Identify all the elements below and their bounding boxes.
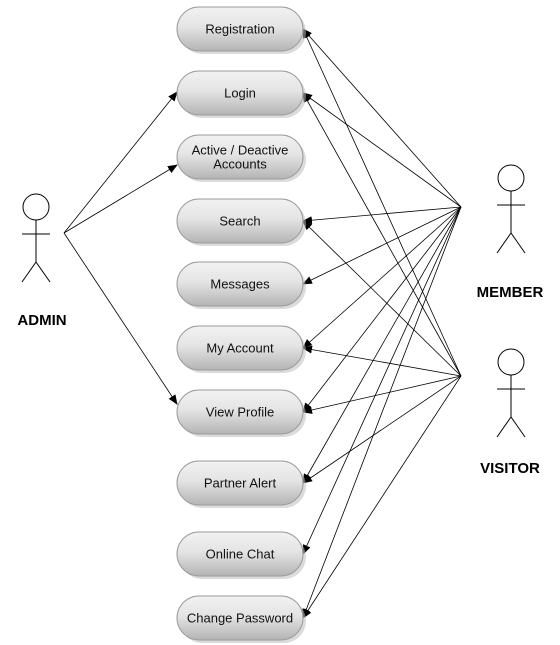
use-case-shape [176, 389, 304, 435]
use-case-shape [176, 531, 304, 577]
use-case-label: Change Password [187, 611, 293, 626]
association-member-login [302, 92, 462, 208]
association-visitor-change-password [302, 375, 462, 619]
actor-member: MEMBER [477, 164, 544, 301]
association-member-change-password [302, 206, 462, 619]
use-case-label: Partner Alert [204, 476, 277, 491]
use-case-my-account: My Account [176, 325, 306, 373]
actor-label: VISITOR [480, 460, 540, 477]
association-member-online-chat [302, 206, 462, 555]
actor-right-leg [35, 261, 51, 283]
association-lines [63, 28, 462, 619]
use-case-shape [176, 261, 304, 307]
association-admin-active-deactive [63, 164, 178, 234]
use-case-registration: Registration [176, 6, 306, 54]
actor-head [22, 193, 50, 221]
association-visitor-search [302, 220, 462, 377]
association-member-view-profile [302, 206, 462, 413]
association-admin-login [63, 91, 178, 234]
use-case-login: Login [176, 70, 306, 118]
stick-figure-icon [496, 164, 526, 254]
association-member-registration [302, 28, 462, 208]
use-case-shape [176, 460, 304, 506]
actor-left-leg [21, 261, 37, 283]
actor-right-leg [510, 232, 526, 254]
association-visitor-login [302, 92, 462, 377]
association-member-search [302, 206, 462, 225]
actor-head [497, 164, 525, 192]
use-case-shape [176, 325, 304, 371]
use-case-label: Active / Deactive [192, 143, 289, 158]
actor-right-leg [510, 416, 526, 438]
use-case-change-password: Change Password [176, 595, 306, 643]
association-member-my-account [302, 206, 462, 349]
use-case-shape [176, 595, 304, 641]
association-member-partner-alert [302, 206, 462, 484]
use-case-label: Registration [205, 22, 274, 37]
use-case-label: My Account [206, 341, 274, 356]
use-case-label: View Profile [206, 405, 274, 420]
use-case-label: Search [219, 214, 260, 229]
actor-left-leg [496, 232, 512, 254]
use-case-messages: Messages [176, 261, 306, 309]
use-case-shape [176, 6, 304, 52]
actor-head [497, 348, 525, 376]
association-visitor-view-profile [302, 375, 462, 414]
use-case-label: Login [224, 86, 256, 101]
use-case-label: Accounts [213, 157, 267, 172]
use-case-shape [176, 198, 304, 244]
use-case-shape [176, 134, 304, 180]
association-visitor-my-account [302, 345, 462, 377]
actor-label: ADMIN [17, 312, 66, 329]
association-visitor-partner-alert [302, 375, 462, 484]
association-member-messages [302, 206, 462, 285]
actor-label: MEMBER [477, 284, 544, 301]
association-visitor-registration [302, 28, 462, 377]
use-case-online-chat: Online Chat [176, 531, 306, 579]
actor-visitor: VISITOR [480, 348, 540, 477]
use-case-shape [176, 70, 304, 116]
actor-left-leg [496, 416, 512, 438]
use-case-view-profile: View Profile [176, 389, 306, 437]
association-admin-view-profile [63, 232, 178, 405]
actor-admin: ADMIN [17, 193, 67, 329]
use-case-label: Online Chat [206, 547, 275, 562]
actors: ADMIN MEMBER VISITOR [17, 164, 544, 477]
stick-figure-icon [496, 348, 526, 438]
use-case-label: Messages [210, 277, 270, 292]
use-case-partner-alert: Partner Alert [176, 460, 306, 508]
stick-figure-icon [21, 193, 51, 283]
use-case-search: Search [176, 198, 306, 246]
